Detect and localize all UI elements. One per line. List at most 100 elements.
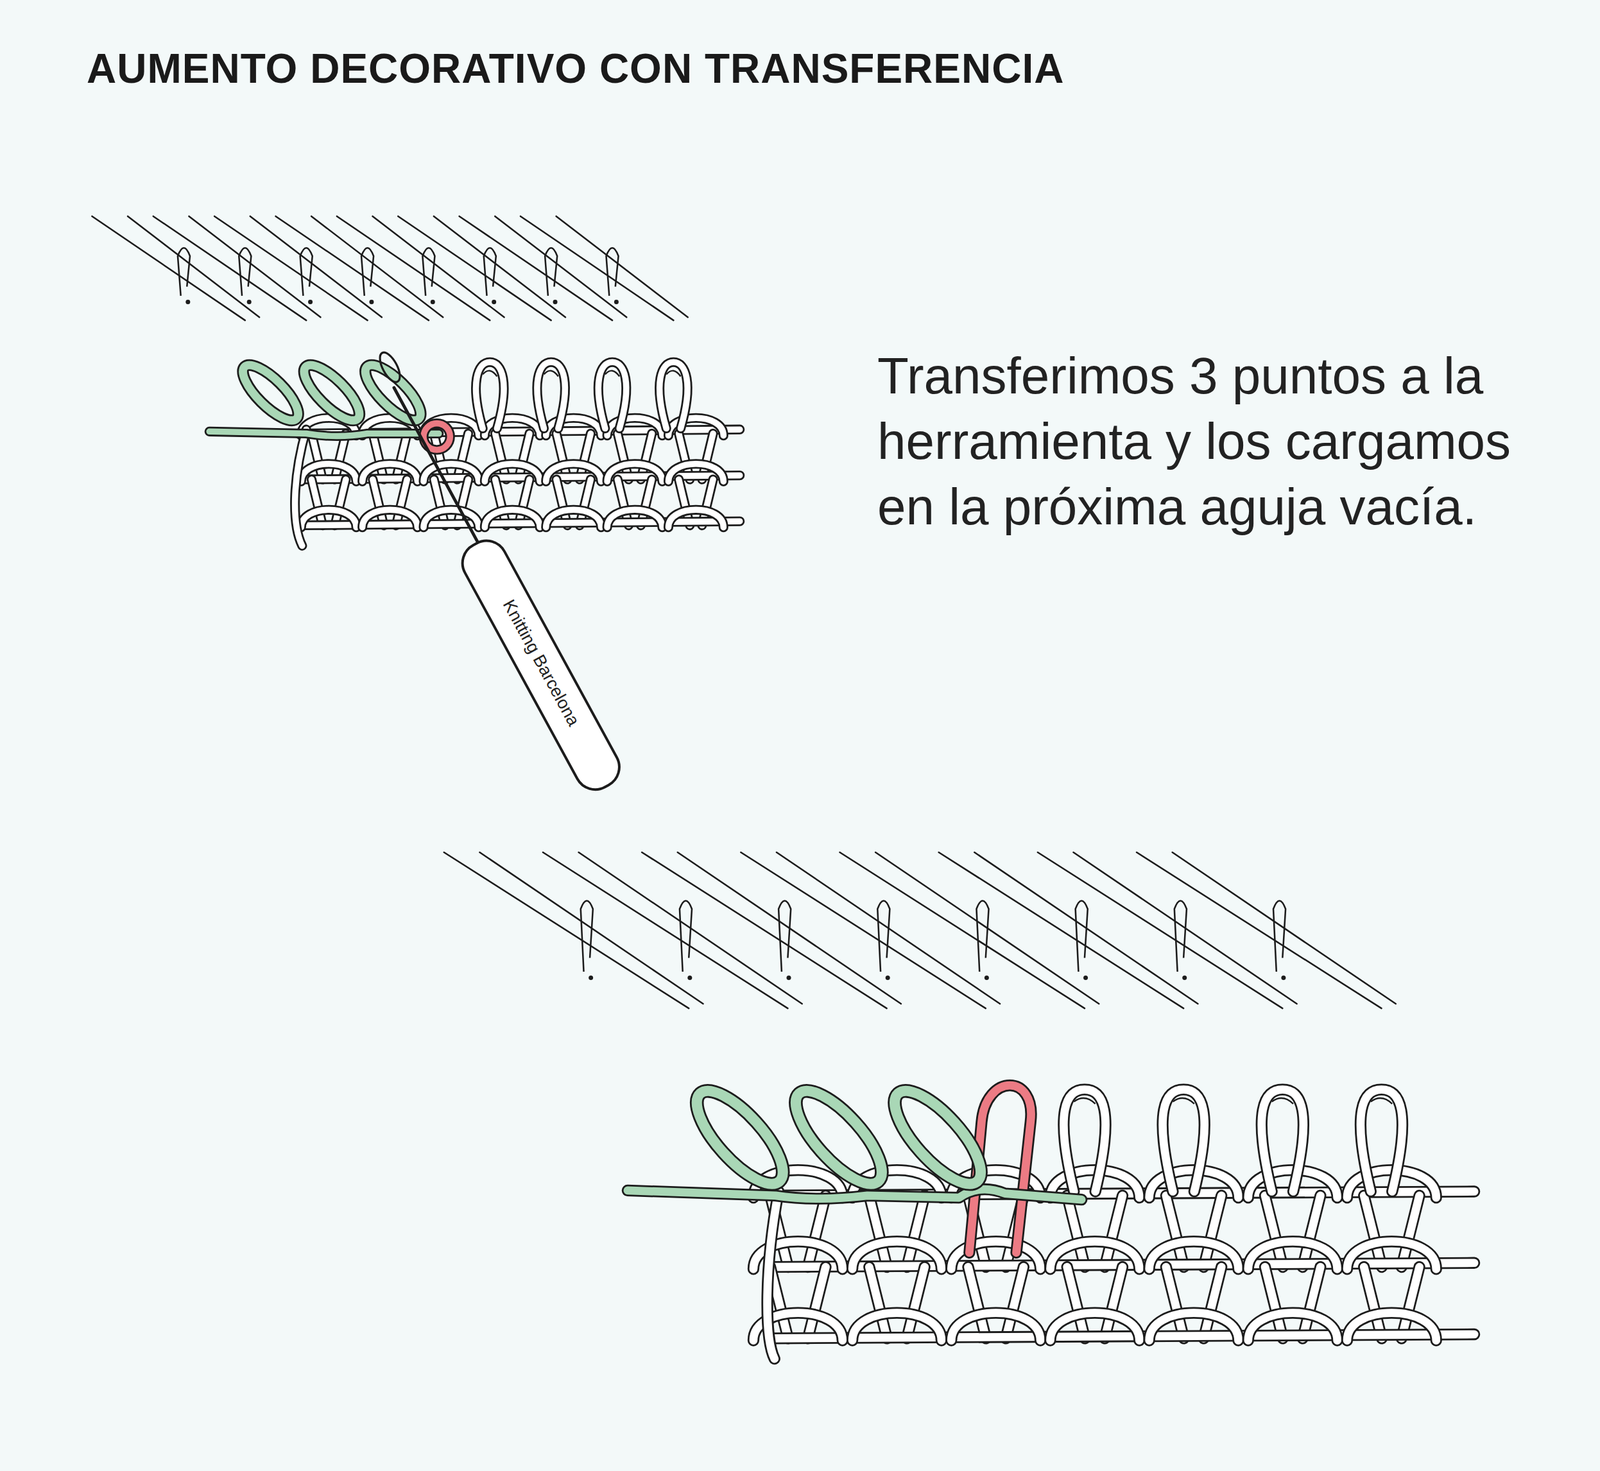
fabric-stitch xyxy=(852,1241,942,1269)
needle xyxy=(494,216,627,318)
needle xyxy=(1073,852,1297,1004)
needle-hook xyxy=(1273,900,1286,972)
fabric-stitch xyxy=(484,509,540,527)
fabric-edge xyxy=(767,1191,780,1359)
needle-loop xyxy=(1162,1089,1205,1192)
green-loop xyxy=(234,357,306,429)
fabric-yarn-outline xyxy=(770,1334,1475,1339)
fabric-stitch-outline xyxy=(1149,1241,1239,1269)
fabric-leg-outline xyxy=(968,1266,1024,1339)
needle xyxy=(397,216,551,321)
needle-loop-outline xyxy=(659,361,688,429)
needle-loop xyxy=(1063,1089,1106,1192)
fabric-stitch xyxy=(1149,1313,1239,1341)
fabric-stitch xyxy=(362,509,418,527)
instruction-note: Transferimos 3 puntos a la herramienta y… xyxy=(877,343,1532,540)
needle xyxy=(740,852,986,1009)
needle-dot xyxy=(553,299,558,305)
fabric-edge-outline xyxy=(767,1191,780,1359)
green-yarn-outline xyxy=(209,431,439,436)
green-yarn-outline xyxy=(627,1189,1082,1200)
needle-hook xyxy=(1174,900,1187,972)
fabric-leg-outline xyxy=(1264,1195,1321,1267)
needle xyxy=(127,216,260,318)
fabric-stitch xyxy=(423,509,479,527)
fabric-leg xyxy=(868,1266,925,1339)
fabric-leg-outline xyxy=(433,479,468,526)
fabric-stitch xyxy=(951,1313,1041,1341)
fabric-stitch-outline xyxy=(951,1313,1041,1341)
green-loop xyxy=(357,357,429,429)
fabric-leg-outline xyxy=(372,479,407,526)
needle-dot xyxy=(369,299,374,305)
fabric-leg-outline xyxy=(1363,1266,1420,1339)
green-loop-outline xyxy=(683,1078,796,1197)
needle xyxy=(938,852,1184,1009)
needle xyxy=(433,216,566,318)
needle-hook xyxy=(177,247,190,296)
fabric-stitch-outline xyxy=(484,464,540,482)
fabric-stitch-outline xyxy=(1248,1241,1338,1269)
fabric-stitch xyxy=(1248,1241,1338,1269)
needle xyxy=(275,216,429,321)
tool-shaft xyxy=(394,387,481,546)
fabric-stitch-outline xyxy=(362,509,418,527)
fabric-stitch xyxy=(852,1313,942,1341)
fabric-stitch xyxy=(1049,1313,1140,1341)
fabric-stitch-outline xyxy=(607,509,663,527)
needle-hook xyxy=(483,247,497,296)
green-loop-outline xyxy=(357,357,429,429)
needle-loop-bar xyxy=(1370,1098,1393,1104)
fabric-stitch-outline xyxy=(1149,1313,1239,1341)
needle xyxy=(479,852,703,1004)
needle-dot xyxy=(588,975,594,981)
needle xyxy=(641,852,887,1009)
needle-dot xyxy=(247,299,252,305)
title: AUMENTO DECORATIVO CON TRANSFERENCIA xyxy=(86,44,1065,93)
red-loop-outline xyxy=(423,423,450,450)
needle xyxy=(336,216,490,321)
fabric-stitch-outline xyxy=(1049,1241,1140,1269)
needle xyxy=(1136,852,1382,1009)
needle-loop-bar xyxy=(544,370,559,377)
green-loop xyxy=(683,1078,796,1197)
fabric-leg xyxy=(1363,1195,1420,1267)
needle-hook xyxy=(679,900,692,972)
needle-dot xyxy=(430,299,436,305)
fabric-stitch xyxy=(1248,1313,1338,1341)
fabric-leg xyxy=(1067,1266,1123,1339)
fabric-stitch-outline xyxy=(362,464,418,482)
needle xyxy=(91,216,245,321)
fabric-leg xyxy=(372,433,407,481)
fabric-leg-outline xyxy=(1067,1266,1123,1339)
needle xyxy=(1037,852,1283,1009)
fabric-stitch xyxy=(301,464,357,482)
needle-loop xyxy=(659,361,688,429)
needle-loop xyxy=(537,361,565,429)
needle-dot xyxy=(185,299,190,305)
fabric-stitch xyxy=(546,464,602,482)
fabric-leg-outline xyxy=(1067,1195,1123,1267)
needle xyxy=(1172,852,1396,1004)
fabric-leg xyxy=(372,479,407,526)
fabric-leg xyxy=(868,1195,925,1267)
needle xyxy=(444,852,689,1009)
green-loop-outline xyxy=(881,1078,994,1197)
fabric-stitch-outline xyxy=(1248,1313,1338,1341)
fabric-stitch xyxy=(668,464,724,482)
needle xyxy=(372,216,505,318)
needle-hook xyxy=(606,247,619,296)
fabric-leg xyxy=(1166,1195,1222,1267)
needle-dot xyxy=(308,299,313,305)
green-yarn xyxy=(209,431,439,436)
fabric-stitch xyxy=(607,509,663,527)
fabric-leg-outline xyxy=(1363,1195,1420,1267)
needle xyxy=(311,216,443,318)
fabric-stitch xyxy=(1347,1313,1437,1341)
needle-hook xyxy=(422,247,435,296)
fabric-stitch-outline xyxy=(668,464,724,482)
needle-dot xyxy=(786,975,792,981)
needle-loop-bar xyxy=(1172,1098,1194,1104)
fabric-edge-outline xyxy=(295,429,307,546)
needle xyxy=(839,852,1084,1009)
